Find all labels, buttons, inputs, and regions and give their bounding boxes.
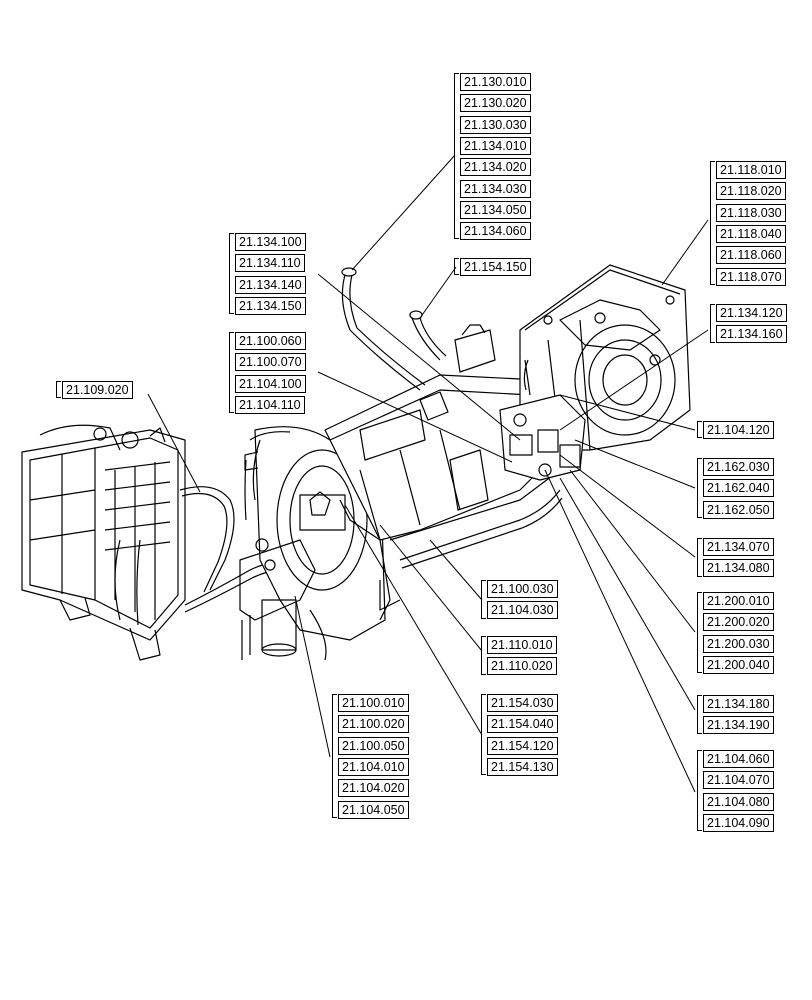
part-number-label[interactable]: 21.134.150	[235, 296, 306, 315]
label-group-g11: 21.100.030 21.104.030	[481, 580, 571, 620]
part-number-label[interactable]: 21.118.020	[716, 182, 786, 201]
group-bracket	[56, 381, 61, 399]
part-number-label[interactable]: 21.104.080	[703, 792, 774, 811]
part-number-label[interactable]: 21.134.080	[703, 559, 774, 578]
part-number-label[interactable]: 21.104.060	[703, 750, 774, 768]
part-number-label[interactable]: 21.100.030	[487, 580, 558, 598]
part-number-label[interactable]: 21.134.030	[460, 179, 531, 198]
cooler-module	[21, 424, 186, 661]
part-number-label[interactable]: 21.104.020	[338, 779, 409, 798]
part-number-label[interactable]: 21.104.050	[338, 800, 409, 819]
label-group-g8: 21.104.120	[697, 421, 787, 439]
label-group-g3: 21.134.100 21.134.110 21.134.140 21.134.150	[229, 233, 319, 315]
group-bracket	[332, 694, 337, 818]
part-number-label[interactable]: 21.134.180	[703, 695, 774, 713]
label-group-g15: 21.100.010 21.100.020 21.100.050 21.104.010…	[332, 694, 422, 819]
part-number-label[interactable]: 21.118.040	[716, 224, 786, 243]
part-number-label[interactable]: 21.134.010	[460, 136, 531, 155]
label-group-g2: 21.118.010 21.118.020 21.118.030 21.118.040…	[710, 161, 800, 286]
part-number-label[interactable]: 21.162.040	[703, 479, 774, 498]
part-number-label[interactable]: 21.134.140	[235, 275, 306, 294]
part-number-label[interactable]: 21.118.010	[716, 161, 786, 179]
part-number-label[interactable]: 21.118.030	[716, 203, 786, 222]
part-number-label[interactable]: 21.104.100	[235, 374, 306, 393]
part-number-label[interactable]: 21.110.010	[487, 636, 557, 654]
group-bracket	[481, 694, 486, 776]
part-number-label[interactable]: 21.109.020	[62, 381, 133, 399]
group-bracket	[481, 636, 486, 675]
part-number-label[interactable]: 21.100.060	[235, 332, 306, 350]
part-number-label[interactable]: 21.100.050	[338, 736, 409, 755]
part-number-label[interactable]: 21.200.040	[703, 655, 774, 674]
part-number-label[interactable]: 21.104.110	[235, 395, 305, 414]
part-number-label[interactable]: 21.104.030	[487, 601, 558, 620]
label-group-g10: 21.134.070 21.134.080	[697, 538, 787, 578]
part-number-label[interactable]: 21.134.020	[460, 158, 531, 177]
part-number-label[interactable]: 21.118.070	[716, 267, 786, 286]
part-number-label[interactable]: 21.154.040	[487, 715, 558, 734]
group-bracket	[697, 695, 702, 734]
label-group-g1: 21.130.010 21.130.020 21.130.030 21.134.010…	[454, 73, 544, 241]
part-number-label[interactable]: 21.154.130	[487, 757, 558, 776]
group-bracket	[710, 304, 715, 343]
part-number-label[interactable]: 21.130.020	[460, 94, 531, 113]
label-group-g7: 21.109.020	[56, 381, 146, 399]
group-bracket	[697, 750, 702, 832]
group-bracket	[697, 538, 702, 577]
part-number-label[interactable]: 21.162.030	[703, 458, 774, 476]
part-number-label[interactable]: 21.134.120	[716, 304, 787, 322]
part-number-label[interactable]: 21.134.060	[460, 222, 531, 241]
label-group-g9: 21.162.030 21.162.040 21.162.050	[697, 458, 787, 519]
group-bracket	[697, 458, 702, 518]
group-bracket	[229, 233, 234, 315]
part-number-label[interactable]: 21.200.030	[703, 634, 774, 653]
group-bracket	[697, 592, 702, 674]
part-number-label[interactable]: 21.200.020	[703, 613, 774, 632]
label-group-g6: 21.100.060 21.100.070 21.104.100 21.104.110	[229, 332, 319, 414]
label-group-g13: 21.110.010 21.110.020	[481, 636, 571, 676]
part-number-label[interactable]: 21.162.050	[703, 500, 774, 519]
part-number-label[interactable]: 21.104.090	[703, 813, 774, 832]
part-number-label[interactable]: 21.134.100	[235, 233, 306, 251]
filter-assembly	[239, 539, 327, 661]
group-bracket	[229, 332, 234, 414]
part-number-label[interactable]: 21.104.070	[703, 771, 774, 790]
group-bracket	[710, 161, 715, 285]
part-number-label[interactable]: 21.100.020	[338, 715, 409, 734]
part-number-label[interactable]: 21.134.070	[703, 538, 774, 556]
group-bracket	[454, 73, 459, 240]
part-number-label[interactable]: 21.104.120	[703, 421, 774, 439]
label-group-g5: 21.134.120 21.134.160	[710, 304, 800, 344]
part-number-label[interactable]: 21.134.160	[716, 325, 787, 344]
label-group-g14: 21.134.180 21.134.190	[697, 695, 787, 735]
part-number-label[interactable]: 21.118.060	[716, 246, 786, 265]
part-number-label[interactable]: 21.104.010	[338, 757, 409, 776]
part-number-label[interactable]: 21.134.050	[460, 200, 531, 219]
part-number-label[interactable]: 21.134.110	[235, 254, 305, 273]
label-group-g16: 21.154.030 21.154.040 21.154.120 21.154.130	[481, 694, 571, 776]
part-number-label[interactable]: 21.100.070	[235, 353, 306, 372]
group-bracket	[454, 258, 459, 276]
label-group-g4: 21.154.150	[454, 258, 544, 276]
part-number-label[interactable]: 21.100.010	[338, 694, 409, 712]
part-number-label[interactable]: 21.110.020	[487, 657, 557, 676]
part-number-label[interactable]: 21.130.030	[460, 115, 531, 134]
part-number-label[interactable]: 21.200.010	[703, 592, 774, 610]
part-number-label[interactable]: 21.154.150	[460, 258, 531, 276]
part-number-label[interactable]: 21.154.030	[487, 694, 558, 712]
part-number-label[interactable]: 21.154.120	[487, 736, 558, 755]
label-group-g12: 21.200.010 21.200.020 21.200.030 21.200.040	[697, 592, 787, 674]
label-group-g17: 21.104.060 21.104.070 21.104.080 21.104.090	[697, 750, 787, 832]
part-number-label[interactable]: 21.134.190	[703, 716, 774, 735]
part-number-label[interactable]: 21.130.010	[460, 73, 531, 91]
group-bracket	[481, 580, 486, 619]
group-bracket	[697, 421, 702, 439]
